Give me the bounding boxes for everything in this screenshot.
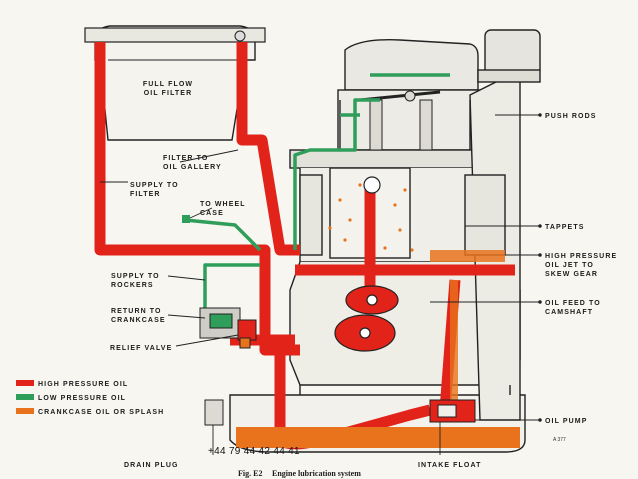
overlay-text: +44 79 44 42 44 41 bbox=[208, 446, 300, 457]
filter-label-line1: FULL FLOW bbox=[143, 81, 193, 88]
label-supply-rockers-2: ROCKERS bbox=[111, 282, 154, 289]
label-filter-gallery-1: FILTER TO bbox=[163, 155, 208, 162]
label-relief-valve: RELIEF VALVE bbox=[110, 345, 172, 352]
legend-label-high-pressure: HIGH PRESSURE OIL bbox=[38, 381, 128, 388]
label-hp-jet-2: OIL JET TO bbox=[545, 262, 594, 269]
oil-pump bbox=[429, 399, 476, 423]
crankcase-oil bbox=[236, 250, 520, 448]
low-pressure-oil-path bbox=[184, 73, 450, 310]
label-tappets: TAPPETS bbox=[545, 224, 584, 231]
legend: HIGH PRESSURE OIL LOW PRESSURE OIL CRANK… bbox=[16, 380, 164, 416]
oil-filter: FULL FLOW OIL FILTER bbox=[84, 25, 266, 141]
legend-label-crankcase: CRANKCASE OIL OR SPLASH bbox=[38, 409, 164, 416]
label-hp-jet-1: HIGH PRESSURE bbox=[545, 253, 617, 260]
label-return-crankcase-1: RETURN TO bbox=[111, 308, 162, 315]
label-wheel-case-1: TO WHEEL bbox=[200, 201, 246, 208]
callout-labels: FILTER TO OIL GALLERY SUPPLY TO FILTER T… bbox=[110, 113, 617, 469]
drain-plug bbox=[204, 399, 224, 426]
label-oil-feed-2: CAMSHAFT bbox=[545, 309, 593, 316]
legend-label-low-pressure: LOW PRESSURE OIL bbox=[38, 395, 126, 402]
oil-splash bbox=[328, 183, 414, 252]
relief-valve-assembly bbox=[199, 307, 257, 349]
label-oil-feed-1: OIL FEED TO bbox=[545, 300, 601, 307]
caption-fig: Fig. E2 bbox=[238, 469, 262, 478]
label-supply-filter-1: SUPPLY TO bbox=[130, 182, 179, 189]
legend-swatch-low-pressure bbox=[16, 394, 34, 400]
label-supply-filter-2: FILTER bbox=[130, 191, 161, 198]
reference-code: A 377 bbox=[553, 437, 566, 443]
wheel-case-outlet bbox=[182, 215, 190, 223]
label-drain-plug: DRAIN PLUG bbox=[124, 462, 179, 469]
label-intake-float: INTAKE FLOAT bbox=[418, 462, 482, 469]
crankshaft bbox=[334, 176, 399, 352]
legend-swatch-high-pressure bbox=[16, 380, 34, 386]
label-push-rods: PUSH RODS bbox=[545, 113, 597, 120]
label-hp-jet-3: SKEW GEAR bbox=[545, 271, 598, 278]
caption-title: Engine lubrication system bbox=[272, 469, 361, 478]
label-wheel-case-2: CASE bbox=[200, 210, 224, 217]
filter-label-line2: OIL FILTER bbox=[144, 90, 192, 97]
label-filter-gallery-2: OIL GALLERY bbox=[163, 164, 222, 171]
leader-lines bbox=[100, 113, 542, 455]
label-oil-pump: OIL PUMP bbox=[545, 418, 588, 425]
figure-caption: Fig. E2 Engine lubrication system bbox=[238, 469, 361, 478]
legend-swatch-crankcase bbox=[16, 408, 34, 414]
label-return-crankcase-2: CRANKCASE bbox=[111, 317, 166, 324]
label-supply-rockers-1: SUPPLY TO bbox=[111, 273, 160, 280]
